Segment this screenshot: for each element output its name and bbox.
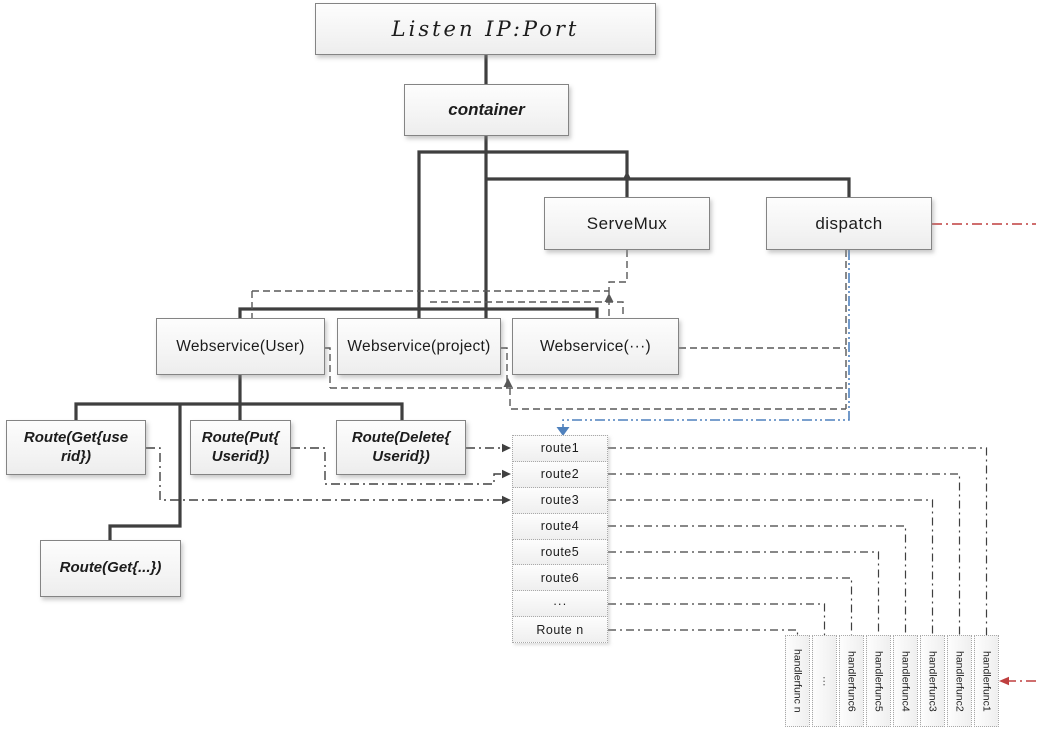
node-webservice-user: Webservice(User): [156, 318, 325, 375]
node-route-put-userid: Route(Put{ Userid}): [190, 420, 291, 475]
route-link-connectors: [146, 447, 502, 501]
route-row: route1: [512, 435, 608, 462]
node-route-delete-userid: Route(Delete{ Userid}): [336, 420, 466, 475]
dispatch-route-blue-connector: [562, 250, 850, 428]
handlerfunc-cell: handlerfunc3: [920, 635, 945, 727]
right-arrow-icon: [502, 443, 511, 453]
blue-down-arrow-icon: [556, 427, 570, 436]
route-row: ···: [512, 590, 608, 618]
handlerfunc-cell: handlerfunc2: [947, 635, 972, 727]
junction-up-arrow-icon: [622, 171, 632, 180]
route-exit-connectors: [608, 447, 988, 635]
handlerfunc-cell: ···: [812, 635, 837, 727]
handlerfunc-cell: handlerfunc n: [785, 635, 810, 727]
node-dispatch: dispatch: [766, 197, 932, 250]
right-arrow-icon: [502, 469, 511, 479]
route-row: route6: [512, 564, 608, 592]
node-listen-ip-port: Listen IP:Port: [315, 3, 656, 55]
handlerfunc-cell: handlerfunc5: [866, 635, 891, 727]
red-connectors: [932, 223, 1036, 682]
dashed-up-arrow-icon: [604, 293, 614, 302]
right-arrow-icon: [502, 495, 511, 505]
dashed-up-arrow-icon: [503, 378, 513, 387]
route-row: route5: [512, 538, 608, 566]
node-route-get-more: Route(Get{...}): [40, 540, 181, 597]
handlerfunc-cell: handlerfunc4: [893, 635, 918, 727]
route-row: route2: [512, 460, 608, 488]
node-servemux: ServeMux: [544, 197, 710, 250]
node-webservice-project: Webservice(project): [337, 318, 501, 375]
route-table: route1 route2 route3 route4 route5 route…: [512, 435, 608, 643]
dashed-connectors: [251, 250, 847, 410]
node-container: container: [404, 84, 569, 136]
solid-connectors: [74, 55, 851, 540]
node-webservice-more: Webservice(···): [512, 318, 679, 375]
route-row: Route n: [512, 616, 608, 643]
node-route-get-userid: Route(Get{use rid}): [6, 420, 146, 475]
handlerfunc-cell: handlerfunc1: [974, 635, 999, 727]
handlerfunc-cell: handlerfunc6: [839, 635, 864, 727]
red-left-arrow-icon: [999, 676, 1009, 686]
route-row: route4: [512, 512, 608, 540]
route-row: route3: [512, 486, 608, 514]
handlerfunc-table: handlerfunc n ··· handlerfunc6 handlerfu…: [785, 635, 999, 727]
